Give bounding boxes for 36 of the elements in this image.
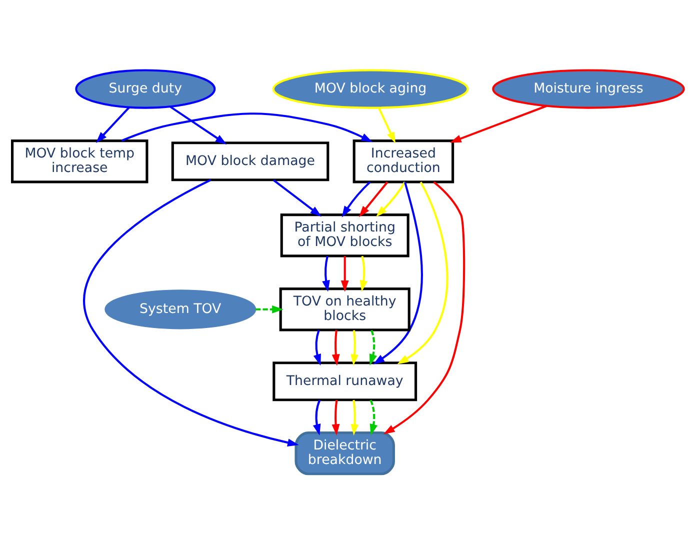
arrow — [360, 256, 368, 292]
arrow — [373, 182, 423, 364]
arrow — [383, 181, 466, 434]
arrow — [256, 305, 284, 314]
arrow — [273, 179, 322, 217]
arrow — [342, 181, 371, 218]
arrow — [121, 112, 372, 142]
arrow — [322, 256, 330, 292]
arrow — [376, 182, 406, 217]
arrow — [397, 182, 448, 364]
arrow — [170, 106, 227, 145]
node-box: Partial shorting of MOV blocks — [280, 214, 410, 258]
arrow — [96, 106, 130, 143]
arrow — [340, 256, 349, 292]
arrow — [369, 330, 378, 366]
node-ellipse: MOV block aging — [272, 69, 469, 109]
arrow — [83, 179, 299, 446]
node-box: Thermal runaway — [272, 362, 418, 402]
node-ellipse: System TOV — [104, 290, 256, 330]
arrow — [370, 400, 378, 436]
arrow — [312, 400, 321, 436]
node-box: Dielectric breakdown — [294, 431, 395, 476]
node-box: Increased conduction — [352, 140, 454, 184]
arrow — [378, 108, 396, 144]
arrow — [332, 400, 340, 436]
node-ellipse: Moisture ingress — [492, 69, 685, 109]
node-box: TOV on healthy blocks — [279, 288, 410, 332]
arrow — [358, 181, 388, 218]
node-box: MOV block temp increase — [11, 140, 148, 184]
node-ellipse: Surge duty — [75, 69, 216, 109]
arrow — [332, 330, 340, 366]
arrow — [350, 330, 359, 366]
node-box: MOV block damage — [171, 142, 330, 182]
arrow — [313, 330, 321, 366]
arrow — [450, 105, 547, 143]
arrow — [350, 400, 359, 436]
